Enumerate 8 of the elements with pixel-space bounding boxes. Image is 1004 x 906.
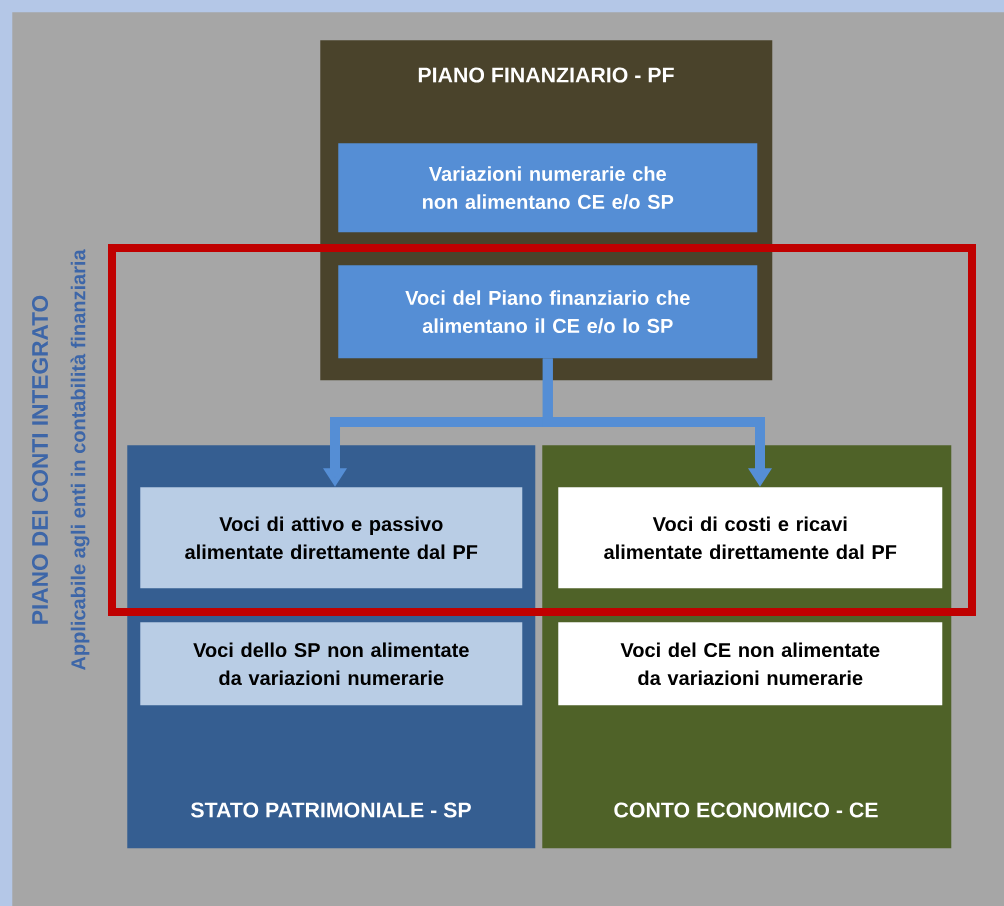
text-box: Voci dello SP non alimentate da variazioni numerarie	[140, 622, 523, 706]
text-box: Voci del CE non alimentate da variazioni numerarie	[558, 622, 943, 706]
text-box: Voci del Piano finanziario che alimentano il CE e/o lo SP	[338, 265, 758, 359]
text-box: Variazioni numerarie che non alimentano CE e/o SP	[338, 143, 758, 233]
text-box: Voci di costi e ricavi alimentate direttamente dal PF	[558, 487, 943, 589]
panel-subtitle: Applicabile agli enti in contabilità finanziaria	[70, 249, 90, 671]
panel-title: PIANO DEI CONTI INTEGRATO	[32, 295, 49, 624]
text-box: Voci di attivo e passivo alimentate direttamente dal PF	[140, 487, 523, 589]
